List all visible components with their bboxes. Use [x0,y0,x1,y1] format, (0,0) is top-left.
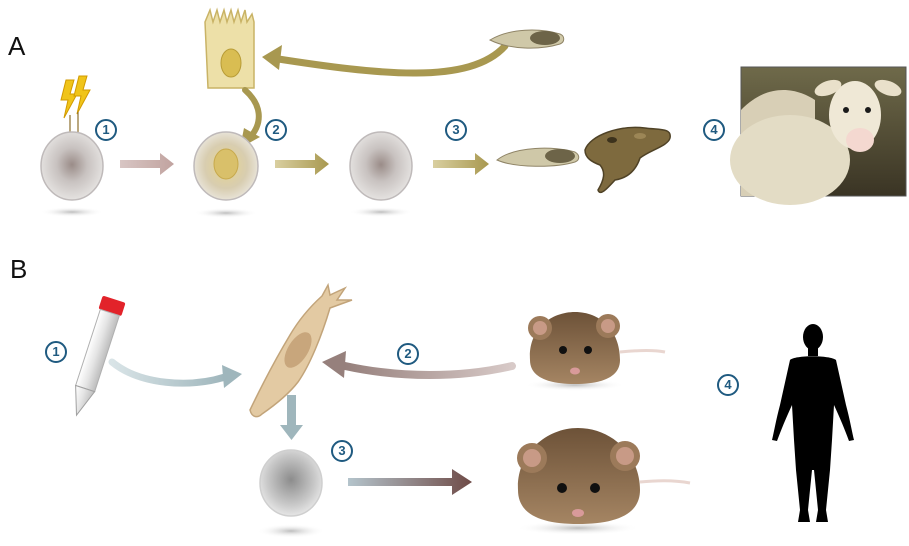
step-marker-b-2: 2 [397,343,419,365]
human-silhouette-icon [772,324,854,522]
arrow-a-1 [120,153,174,175]
step-marker-b-4: 4 [717,374,739,396]
egg-cell-1 [40,132,104,217]
arrow-cell-to-egg [245,90,259,135]
arrowhead-b-1 [222,365,242,388]
egg-cell-2 [194,132,258,218]
step-marker-a-3: 3 [445,119,467,141]
step-marker-a-1: 1 [95,119,117,141]
egg-cell-3 [349,132,413,217]
panel-label-a: A [8,33,25,59]
step-marker-a-2: 2 [265,119,287,141]
sheep-photo [730,67,906,205]
reprogrammed-cell [257,450,325,538]
step-marker-a-4: 4 [703,119,725,141]
frog-icon [585,127,670,192]
arrow-tadpole-to-cell [272,46,505,73]
arrow-b-1 [112,362,225,383]
tadpole-icon-2 [497,148,579,166]
mouse-icon-2 [516,428,690,535]
panel-label-b: B [10,256,27,282]
mouse-icon [525,312,665,391]
arrow-a-3 [433,153,489,175]
arrow-a-2 [275,153,329,175]
test-tube-icon [65,295,126,418]
arrow-b-2 [345,366,512,375]
arrowhead-b-2 [322,351,346,378]
arrow-b-3 [280,395,303,440]
step-marker-b-3: 3 [331,440,353,462]
fibroblast-cell-icon [250,285,352,417]
step-marker-b-1: 1 [45,341,67,363]
arrowhead-a-top [262,45,282,70]
arrow-b-4 [348,469,472,495]
columnar-cell-icon [205,10,254,88]
